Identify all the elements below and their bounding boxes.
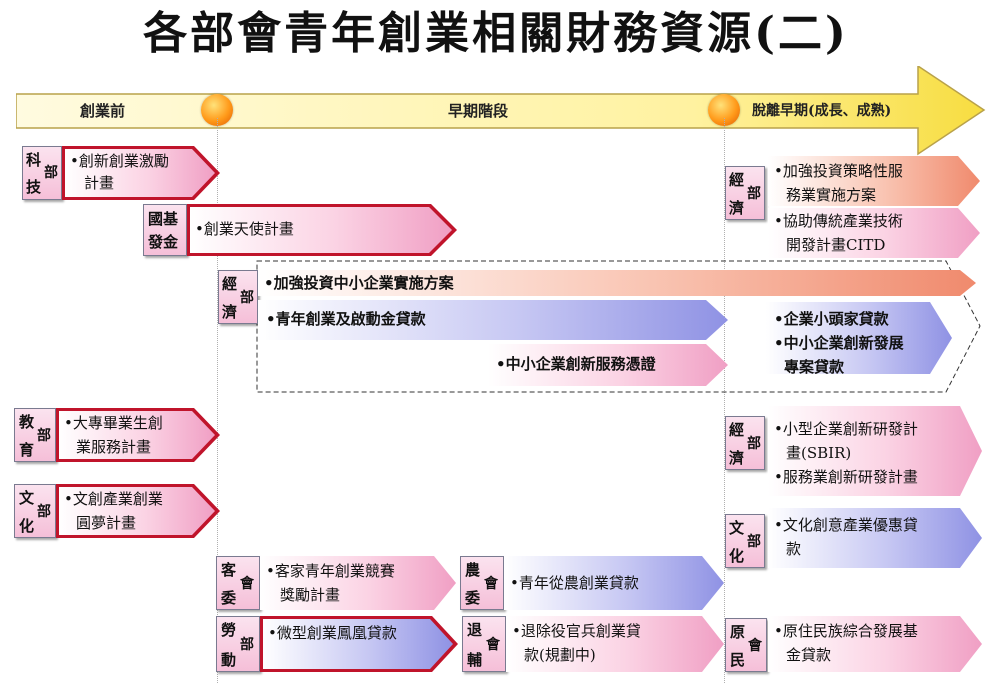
program-farm-loan[interactable] [504,556,724,610]
phase-early: 早期階段 [448,102,509,120]
phase-post-early: 脫離早期(成長、成熟) [752,103,892,119]
agency-hakka: 客 會 委 [216,556,260,610]
program-smb-invest[interactable] [258,270,976,296]
agency-mol: 勞 部 動 [216,616,260,672]
page-title: 各部會青年創業相關財務資源(二) [143,8,849,59]
program-smb-innov-cert[interactable] [488,344,728,386]
program-hakka-contest[interactable] [260,556,456,610]
agency-moc-growth: 文 部 化 [725,514,765,568]
agency-moea-sbir: 經 部 濟 [725,416,765,470]
program-micro-loan[interactable] [766,302,952,374]
program-innovation[interactable]: •創新創業激勵 計畫 [62,146,220,200]
agency-cip: 原 會 民 [725,618,767,672]
divider-growth [724,118,725,683]
program-youth-loan[interactable] [258,300,728,340]
timeline-arrow [16,66,986,156]
program-college-grad[interactable]: •大專畢業生創 業服務計畫 [56,408,220,462]
agency-coa: 農 會 委 [460,556,504,610]
program-culture-loan[interactable] [768,508,982,568]
agency-ndf: 國基 發金 [143,204,187,256]
program-phoenix-loan[interactable]: •微型創業鳳凰貸款 [260,616,458,672]
agency-moea-early: 經 部 濟 [218,270,258,324]
program-veteran-loan[interactable] [506,616,724,672]
moea-program-frame [256,260,981,393]
agency-moc-pre: 文 部 化 [14,484,56,538]
program-indigenous-loan[interactable] [768,616,982,672]
program-strategic-service[interactable] [768,156,980,206]
agency-moe: 教 部 育 [14,408,56,462]
agency-nsc: 科 部 技 [22,146,62,200]
program-culture-dream[interactable]: •文創產業創業 圓夢計畫 [56,484,220,538]
program-citd[interactable] [768,208,980,258]
program-angel[interactable]: •創業天使計畫 [187,204,457,256]
program-sbir[interactable] [768,406,982,496]
agency-moea-growth: 經 部 濟 [725,166,765,220]
agency-vac: 退 會 輔 [462,616,506,672]
phase-pre-startup: 創業前 [80,102,126,120]
divider-early [217,118,218,683]
